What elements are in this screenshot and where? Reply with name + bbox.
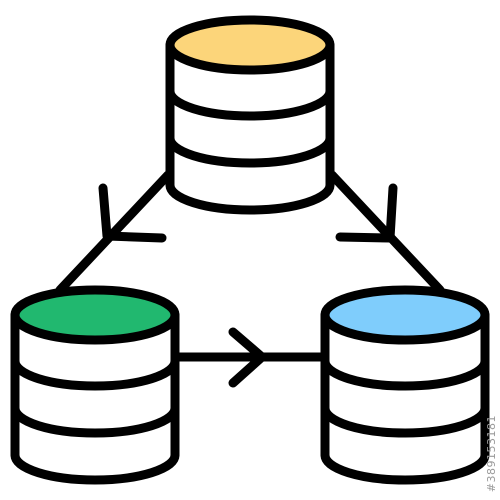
arrow-top-to-right: [327, 170, 445, 295]
arrow-top-to-left: [55, 170, 173, 295]
database-top-cap: [170, 20, 330, 70]
database-right: [320, 285, 490, 485]
database-left: [10, 285, 180, 485]
database-right-cap: [325, 290, 485, 340]
arrow-left-to-right: [171, 327, 327, 388]
database-left-cap: [15, 290, 175, 340]
database-top: [165, 15, 335, 215]
watermark-id: #389153181: [485, 414, 498, 492]
